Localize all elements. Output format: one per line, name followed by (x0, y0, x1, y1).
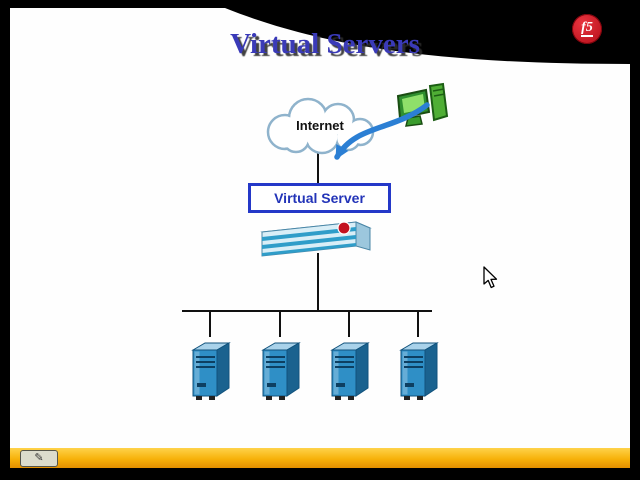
presenter-toolbar: ✎ (10, 448, 630, 468)
virtual-server-label: Virtual Server (274, 190, 365, 206)
server-bus-line (182, 310, 432, 312)
slide-canvas: Virtual Servers f5 (10, 8, 630, 448)
server-drop-line-1 (209, 311, 211, 337)
mouse-cursor (483, 266, 498, 289)
internet-label: Internet (296, 118, 344, 133)
annotation-pen-button[interactable]: ✎ (20, 450, 58, 467)
traffic-arrow-icon (334, 102, 430, 160)
slide-title: Virtual Servers (230, 28, 420, 60)
f5-logo-text: f5 (581, 20, 593, 38)
server-icon (261, 342, 301, 400)
swoosh-decoration (225, 8, 630, 64)
server-icon (191, 342, 231, 400)
pen-icon: ✎ (34, 452, 44, 464)
bigip-appliance-icon (260, 221, 372, 257)
server-icon (399, 342, 439, 400)
appliance-to-bus-line (317, 253, 319, 311)
server-drop-line-2 (279, 311, 281, 337)
f5-logo: f5 (572, 14, 602, 44)
internet-cloud-icon (266, 97, 375, 155)
server-icon (330, 342, 370, 400)
virtual-server-box: Virtual Server (248, 183, 391, 213)
server-drop-line-3 (348, 311, 350, 337)
cloud-to-box-line (317, 148, 319, 186)
server-drop-line-4 (417, 311, 419, 337)
